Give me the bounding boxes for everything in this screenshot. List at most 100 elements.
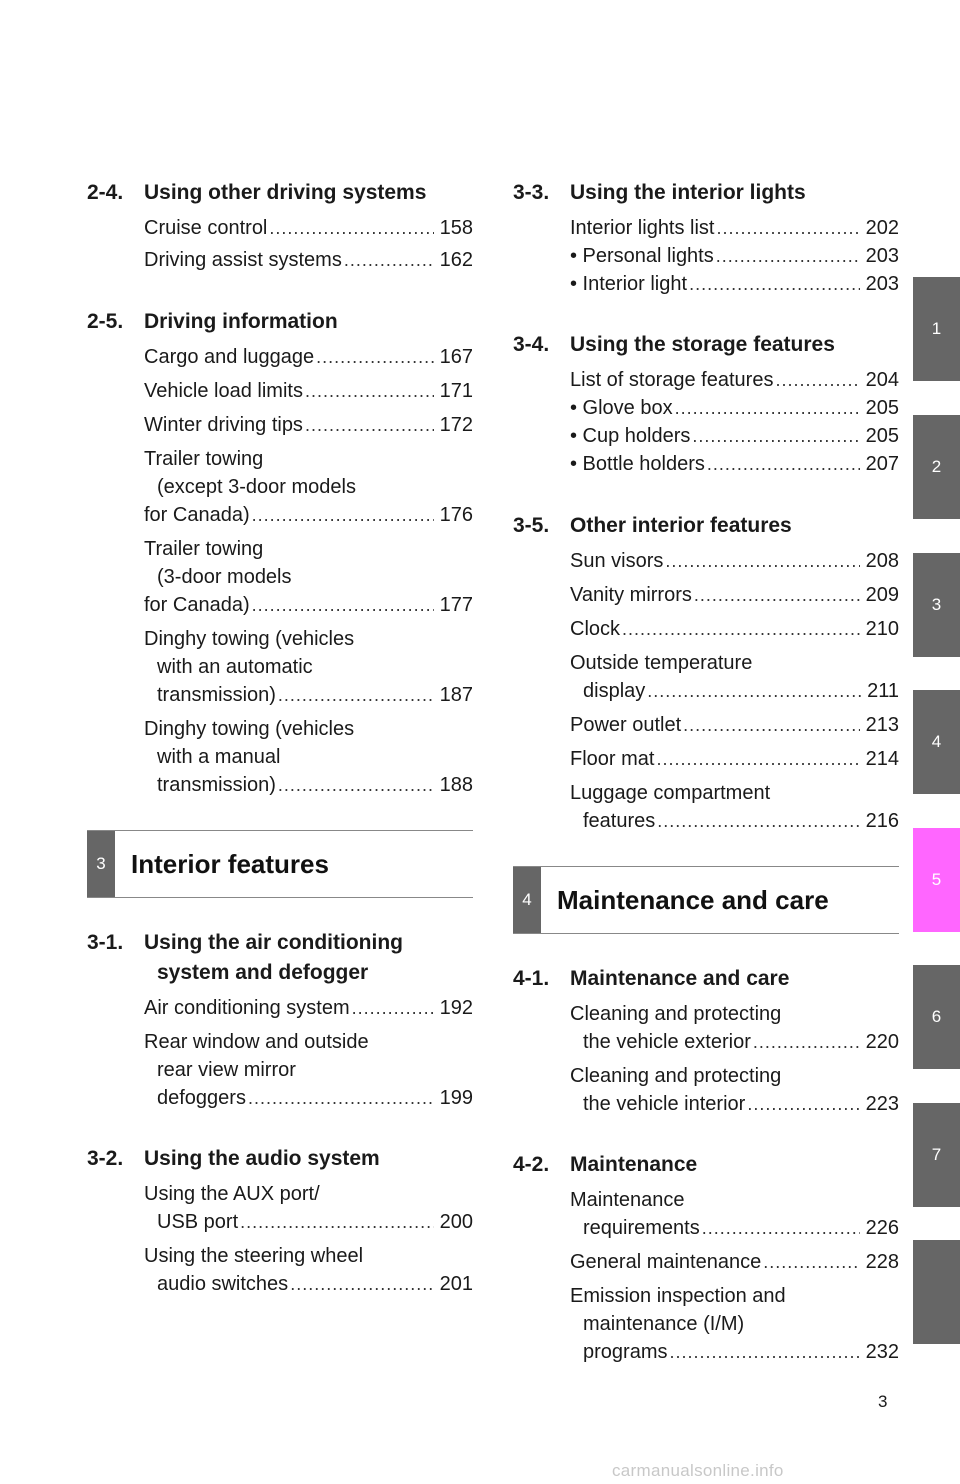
chapter-tab-2[interactable]: 2 [913,415,960,519]
toc-entry[interactable]: Clock...................................… [570,615,899,643]
entry-text: USB port [157,1211,239,1233]
toc-entry[interactable]: Sun visors..............................… [570,547,899,575]
page-ref[interactable]: 205 [865,397,899,419]
page-ref[interactable]: 226 [865,1217,899,1239]
chapter-banner-4[interactable]: 4 Maintenance and care [513,866,899,934]
entry-text: Vanity mirrors [570,584,692,606]
leader-dots: ........................................… [683,715,859,735]
toc-entry[interactable]: • Cup holders...........................… [570,422,899,450]
page-ref[interactable]: 220 [865,1031,899,1053]
page-ref[interactable]: 162 [439,249,473,271]
toc-entry[interactable]: Cargo and luggage.......................… [144,343,473,371]
leader-dots: ........................................… [240,1212,434,1232]
chapter-tab-7[interactable]: 7 [913,1103,960,1207]
page-ref[interactable]: 203 [865,273,899,295]
page-ref[interactable]: 232 [865,1341,899,1363]
leader-dots: ........................................… [304,415,434,435]
entry-text: Cruise control [144,217,268,239]
chapter-tab-5[interactable]: 5 [913,828,960,932]
toc-entry[interactable]: Vehicle load limits.....................… [144,377,473,405]
chapter-tab-index[interactable] [913,1240,960,1344]
chapter-tab-4[interactable]: 4 [913,690,960,794]
entry-text: Driving assist systems [144,249,342,271]
toc-entry[interactable]: Maintenance requirements................… [570,1186,899,1242]
chapter-tab-1[interactable]: 1 [913,277,960,381]
toc-entry[interactable]: Winter driving tips.....................… [144,411,473,439]
entry-text: • Interior light [570,273,688,295]
entry-text: Luggage compartment [570,782,771,804]
entry-text: Using the steering wheel [144,1245,364,1267]
page-ref[interactable]: 207 [865,453,899,475]
page-ref[interactable]: 208 [865,550,899,572]
section-heading: 3-5. Other interior features [513,511,899,541]
leader-dots: ........................................… [351,998,434,1018]
toc-entry[interactable]: Luggage compartment features............… [570,779,899,835]
page-ref[interactable]: 223 [865,1093,899,1115]
toc-entry[interactable]: Using the AUX port/ USB port............… [144,1180,473,1236]
toc-entry[interactable]: Dinghy towing (vehicles with an automati… [144,625,473,709]
page-ref[interactable]: 158 [439,217,473,239]
toc-entry[interactable]: Floor mat...............................… [570,745,899,773]
page-ref[interactable]: 176 [439,504,473,526]
toc-entry[interactable]: Interior lights list....................… [570,214,899,242]
toc-entry[interactable]: List of storage features................… [570,366,899,394]
page-ref[interactable]: 202 [865,217,899,239]
toc-entry[interactable]: • Glove box.............................… [570,394,899,422]
toc-entry[interactable]: Cleaning and protecting the vehicle inte… [570,1062,899,1118]
toc-entry[interactable]: • Bottle holders........................… [570,450,899,478]
toc-entry[interactable]: Power outlet............................… [570,711,899,739]
toc-entry[interactable]: Driving assist systems..................… [144,246,473,274]
page-ref[interactable]: 203 [865,245,899,267]
section-number: 3-3. [513,181,550,204]
sub-entry-list: • Glove box.............................… [513,394,899,478]
page-ref[interactable]: 188 [439,774,473,796]
page-ref[interactable]: 167 [439,346,473,368]
page-ref[interactable]: 216 [865,810,899,832]
page-ref[interactable]: 199 [439,1087,473,1109]
entry-text: features [583,810,656,832]
page-ref[interactable]: 209 [865,584,899,606]
page-ref[interactable]: 210 [865,618,899,640]
page-ref[interactable]: 177 [439,594,473,616]
page-ref[interactable]: 214 [865,748,899,770]
toc-entry[interactable]: Trailer towing (3-door models for Canada… [144,535,473,619]
toc-entry[interactable]: Outside temperature display.............… [570,649,899,705]
entry-text: Trailer towing [144,448,264,470]
leader-dots: ........................................… [665,551,860,571]
leader-dots: ........................................… [304,381,434,401]
page-ref[interactable]: 228 [865,1251,899,1273]
toc-entry[interactable]: • Interior light........................… [570,270,899,298]
leader-dots: ........................................… [689,274,860,294]
toc-entry[interactable]: General maintenance.....................… [570,1248,899,1276]
toc-entry[interactable]: Air conditioning system.................… [144,994,473,1022]
section-number: 3-5. [513,514,550,537]
section-heading: 3-3. Using the interior lights [513,178,899,208]
chapter-tab-3[interactable]: 3 [913,553,960,657]
page-ref[interactable]: 200 [439,1211,473,1233]
entry-text: Emission inspection and [570,1285,786,1307]
section-4-2: 4-2. Maintenance Maintenance requirement… [513,1150,899,1366]
toc-entry[interactable]: Vanity mirrors..........................… [570,581,899,609]
page-ref[interactable]: 172 [439,414,473,436]
chapter-tab-6[interactable]: 6 [913,965,960,1069]
page-ref[interactable]: 213 [865,714,899,736]
page-ref[interactable]: 211 [867,680,899,702]
page-ref[interactable]: 171 [439,380,473,402]
toc-entry[interactable]: Dinghy towing (vehicles with a manual tr… [144,715,473,799]
leader-dots: ........................................… [775,370,860,390]
toc-entry[interactable]: Cruise control..........................… [144,214,473,242]
page-ref[interactable]: 187 [439,684,473,706]
page-ref[interactable]: 201 [439,1273,473,1295]
entry-text: • Personal lights [570,245,714,267]
page-ref[interactable]: 205 [865,425,899,447]
toc-entry[interactable]: • Personal lights.......................… [570,242,899,270]
chapter-banner-3[interactable]: 3 Interior features [87,830,473,898]
entry-text: audio switches [157,1273,289,1295]
page-ref[interactable]: 204 [865,369,899,391]
toc-entry[interactable]: Using the steering wheel audio switches.… [144,1242,473,1298]
toc-entry[interactable]: Emission inspection and maintenance (I/M… [570,1282,899,1366]
page-ref[interactable]: 192 [439,997,473,1019]
toc-entry[interactable]: Trailer towing (except 3-door models for… [144,445,473,529]
toc-entry[interactable]: Cleaning and protecting the vehicle exte… [570,1000,899,1056]
toc-entry[interactable]: Rear window and outside rear view mirror… [144,1028,473,1112]
